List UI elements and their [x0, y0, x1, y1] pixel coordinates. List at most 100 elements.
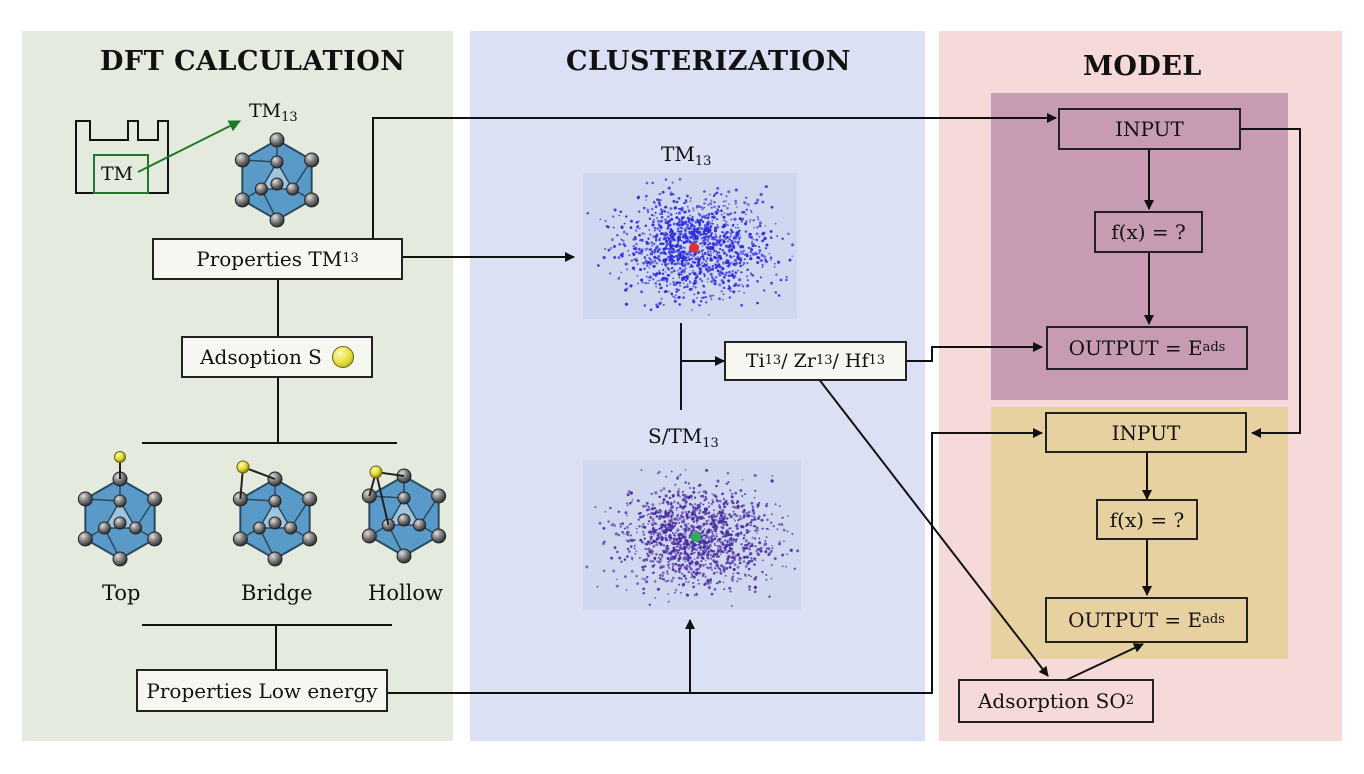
cluster-point: [643, 304, 647, 307]
cluster-point: [669, 283, 672, 285]
cluster-point: [749, 209, 752, 212]
cluster-point: [741, 548, 744, 551]
cluster-point: [735, 251, 739, 255]
cluster-point: [753, 496, 756, 499]
cluster-point: [727, 265, 730, 268]
cluster-point: [734, 540, 738, 543]
cluster-point: [631, 498, 634, 501]
cluster-point: [681, 498, 685, 502]
cluster-point: [687, 238, 690, 241]
cluster-point: [666, 502, 670, 506]
cluster-point: [692, 528, 696, 532]
cluster-point: [680, 239, 683, 242]
cluster-point: [682, 233, 684, 236]
cluster-point: [755, 526, 759, 530]
cluster-point: [702, 290, 706, 295]
cluster-point: [707, 270, 710, 273]
cluster-point: [658, 561, 661, 564]
cluster-point: [652, 533, 655, 536]
cluster-point: [732, 572, 735, 575]
cluster-point: [686, 283, 689, 286]
cluster-point: [730, 542, 734, 546]
cluster-point: [711, 219, 714, 222]
cluster-point: [722, 298, 724, 301]
cluster-point: [755, 232, 759, 236]
cluster-point: [624, 511, 628, 515]
cluster-point: [684, 261, 687, 264]
cluster-point: [781, 516, 784, 519]
cluster-point: [700, 267, 703, 270]
cluster-point: [656, 198, 659, 201]
cluster-point: [630, 538, 635, 543]
cluster-point: [741, 478, 744, 481]
cluster-point: [727, 287, 730, 291]
cluster-point: [596, 585, 599, 588]
cluster-point: [673, 232, 677, 236]
cluster-point: [743, 292, 745, 294]
cluster-point: [678, 487, 680, 490]
cluster-point: [743, 211, 746, 214]
cluster-point: [758, 221, 763, 225]
cluster-point: [736, 565, 740, 569]
cluster-point: [707, 235, 711, 239]
cluster-point: [648, 550, 652, 554]
cluster-point: [729, 489, 732, 492]
cluster-point: [669, 233, 672, 236]
cluster-point: [748, 220, 751, 223]
cluster-point: [679, 473, 682, 476]
cluster-point: [667, 560, 670, 563]
cluster-point: [694, 543, 696, 545]
cluster-point: [687, 495, 691, 499]
cluster-point: [669, 253, 672, 256]
cluster-point: [666, 215, 670, 219]
cluster-point: [788, 258, 792, 262]
cluster-point: [613, 255, 617, 259]
cluster-point: [749, 255, 752, 257]
cluster-point: [744, 539, 748, 543]
cluster-point: [703, 507, 707, 511]
cluster-point: [691, 503, 694, 506]
cluster-point: [766, 518, 769, 521]
cluster-point: [701, 220, 705, 224]
cluster-point: [669, 239, 673, 243]
cluster-point: [711, 222, 714, 225]
cluster-point: [691, 498, 693, 500]
cluster-point: [754, 244, 757, 248]
cluster-point: [625, 232, 629, 236]
cluster-point: [756, 198, 760, 202]
cluster-point: [770, 513, 773, 516]
cluster-point: [647, 237, 650, 240]
cluster-point: [626, 493, 630, 497]
cluster-point: [750, 211, 753, 214]
cluster-point: [732, 223, 735, 226]
cluster-point: [753, 202, 757, 205]
cluster-point: [751, 244, 754, 248]
cluster-point: [759, 276, 762, 279]
cluster-point: [699, 490, 701, 493]
cluster-point: [700, 206, 703, 209]
cluster-point: [724, 500, 728, 504]
cluster-point: [677, 475, 680, 478]
cluster-point: [733, 245, 735, 248]
cluster-point: [699, 219, 702, 222]
cluster-point: [666, 220, 669, 223]
cluster-point: [764, 185, 768, 189]
cluster-point: [693, 293, 696, 296]
cluster-point: [659, 524, 662, 526]
cluster-point: [745, 196, 748, 199]
cluster-point: [612, 226, 615, 229]
cluster-point: [598, 521, 602, 525]
cluster-point: [722, 238, 724, 241]
cluster-point: [646, 247, 649, 250]
cluster-point: [698, 226, 700, 229]
cluster-point: [687, 227, 691, 230]
cluster-point: [697, 551, 701, 555]
cluster-point: [738, 558, 742, 562]
cluster-point: [653, 580, 657, 583]
cluster-point: [728, 543, 732, 547]
cluster-point: [652, 273, 656, 276]
cluster-point: [604, 510, 607, 513]
cluster-point: [769, 236, 773, 240]
cluster-point: [677, 262, 681, 265]
cluster-point: [638, 210, 641, 213]
